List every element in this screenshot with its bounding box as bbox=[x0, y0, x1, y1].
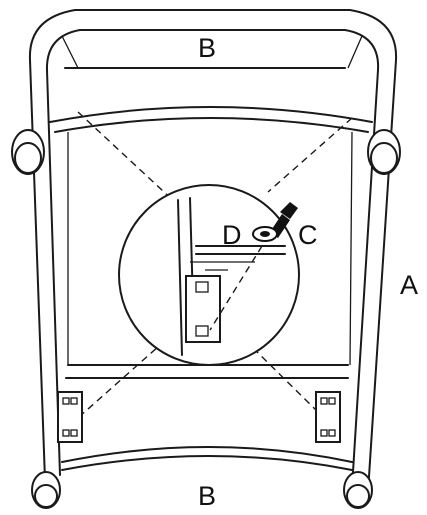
label-top-b: B bbox=[198, 33, 216, 63]
washer-icon bbox=[252, 226, 278, 242]
label-screw-c: C bbox=[298, 220, 318, 250]
detail-magnifier bbox=[118, 184, 300, 366]
dashed-guides bbox=[69, 111, 353, 426]
label-side-a: A bbox=[400, 270, 418, 300]
tubular-frame bbox=[28, 9, 398, 493]
label-washer-d: D bbox=[222, 220, 242, 250]
seat-panel bbox=[49, 67, 373, 471]
corner-bracket-left bbox=[57, 391, 83, 443]
leg-caps bbox=[11, 129, 401, 509]
label-bottom-b: B bbox=[198, 481, 216, 511]
corner-bracket-right bbox=[315, 391, 341, 443]
